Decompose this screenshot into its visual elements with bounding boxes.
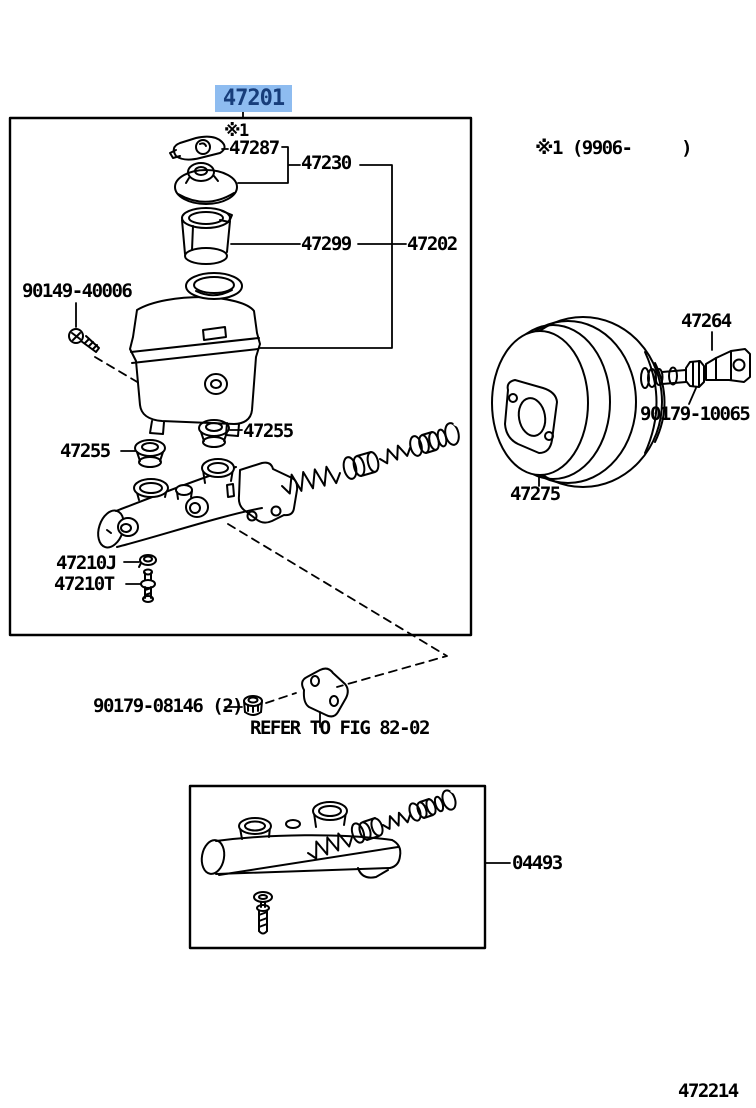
effectivity-note: ※1 (9906- ) xyxy=(535,137,693,159)
grommet-left-drawing xyxy=(134,439,166,468)
tank-neck-drawing xyxy=(185,272,243,300)
figure-code: 472214 xyxy=(678,1080,739,1102)
part-label-47255-right[interactable]: 47255 xyxy=(243,420,294,442)
reservoir-cap-drawing xyxy=(174,162,238,205)
star-note: ※1 xyxy=(224,121,249,141)
reservoir-tank-drawing xyxy=(129,296,261,437)
reservoir-screw-drawing xyxy=(68,328,100,353)
piston-kit-drawing xyxy=(281,422,461,495)
mounting-bracket-drawing xyxy=(301,667,349,718)
part-label-47299[interactable]: 47299 xyxy=(301,233,352,255)
part-label-47275[interactable]: 47275 xyxy=(510,483,561,505)
part-label-47210J[interactable]: 47210J xyxy=(56,552,117,574)
grommet-right-drawing xyxy=(198,419,230,448)
part-label-47230[interactable]: 47230 xyxy=(301,152,352,174)
part-label-47287[interactable]: 47287 xyxy=(229,137,280,159)
main-assembly-box xyxy=(8,116,473,637)
washer-j-drawing xyxy=(138,554,157,568)
part-label-47210T[interactable]: 47210T xyxy=(54,573,115,595)
repair-kit-box xyxy=(188,784,487,950)
part-label-47255-left[interactable]: 47255 xyxy=(60,440,111,462)
dashed-alignment-lines xyxy=(94,356,448,704)
reservoir-filter-drawing xyxy=(181,207,233,265)
cap-gasket-drawing xyxy=(169,135,226,161)
refer-to-fig-note: REFER TO FIG 82-02 xyxy=(250,717,430,739)
repair-kit-drawing xyxy=(200,789,458,935)
master-cylinder-body-drawing xyxy=(97,458,299,549)
part-label-90179-08146[interactable]: 90179-08146 (2) xyxy=(93,695,244,717)
bracket-nut-drawing xyxy=(243,695,263,716)
bolt-t-drawing xyxy=(140,568,156,603)
part-label-90179-10065[interactable]: 90179-10065 xyxy=(640,403,751,425)
part-label-47201-selected[interactable]: 47201 xyxy=(215,85,292,112)
booster-gasket-drawing xyxy=(504,379,558,454)
leader-lines xyxy=(75,111,713,864)
pushrod-clevis-drawing xyxy=(640,348,751,389)
part-label-47202[interactable]: 47202 xyxy=(407,233,458,255)
part-label-90149-40006[interactable]: 90149-40006 xyxy=(22,280,133,302)
part-label-04493[interactable]: 04493 xyxy=(512,852,563,874)
part-label-47264[interactable]: 47264 xyxy=(681,310,732,332)
